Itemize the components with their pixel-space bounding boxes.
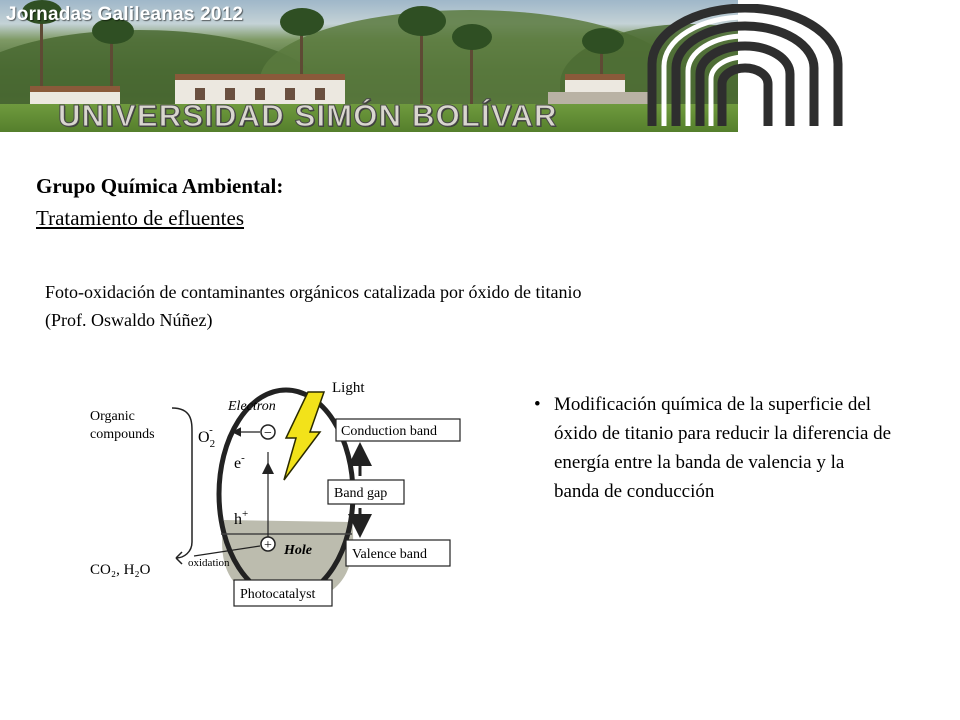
conference-title: Jornadas Galileanas 2012 [6,4,244,25]
products-label: CO₂, H₂O [90,562,151,578]
university-name: UNIVERSIDAD SIMÓN BOLÍVAR [58,98,558,132]
photocatalysis-diagram: − + Electron e- h+ Hole Light Conduction… [90,380,461,607]
bullet-marker: • [534,394,541,415]
excitation-arrow [262,462,274,474]
h-plus-label: h+ [234,508,248,528]
band-gap-label: Band gap [334,486,387,501]
usb-logo-icon [647,4,843,126]
light-lightning-icon [283,391,326,481]
oxidation-label: oxidation [188,557,230,569]
e-minus-label: e- [234,452,245,472]
header-banner: Jornadas Galileanas 2012 UNIVERSIDAD SIM… [0,0,960,132]
electron-label: Electron [227,399,276,414]
band-gap-box [327,479,405,505]
reaction-bracket [171,407,193,559]
o2-label: O2- [198,424,215,450]
light-label: Light [332,380,365,396]
conduction-band-box [335,418,461,442]
bullet-text: Modificación química de la superficie de… [554,394,892,502]
hole-plus-sign: + [264,538,272,553]
project-description: Foto-oxidación de contaminantes orgánico… [45,278,582,334]
valence-band-box [345,539,451,567]
group-title: Grupo Química Ambiental: [36,174,284,198]
valence-band-label: Valence band [352,547,427,562]
group-subtitle: Tratamiento de efluentes [36,206,245,230]
hole-label: Hole [283,543,312,558]
organic-label-line1: Organic [90,409,135,424]
electron-symbol [260,424,276,440]
bullet-point: • Modificación química de la superficie … [534,390,894,506]
description-line-1: Foto-oxidación de contaminantes orgánico… [45,282,582,302]
description-line-2: (Prof. Oswaldo Núñez) [45,310,213,330]
photocatalyst-label: Photocatalyst [240,587,316,602]
photocatalyst-box [233,579,333,607]
organic-label-line2: compounds [90,427,155,442]
oxidation-line [193,545,261,557]
conduction-band-label: Conduction band [341,424,437,439]
bracket-arrow [175,551,183,565]
electron-minus-sign: − [264,426,272,441]
